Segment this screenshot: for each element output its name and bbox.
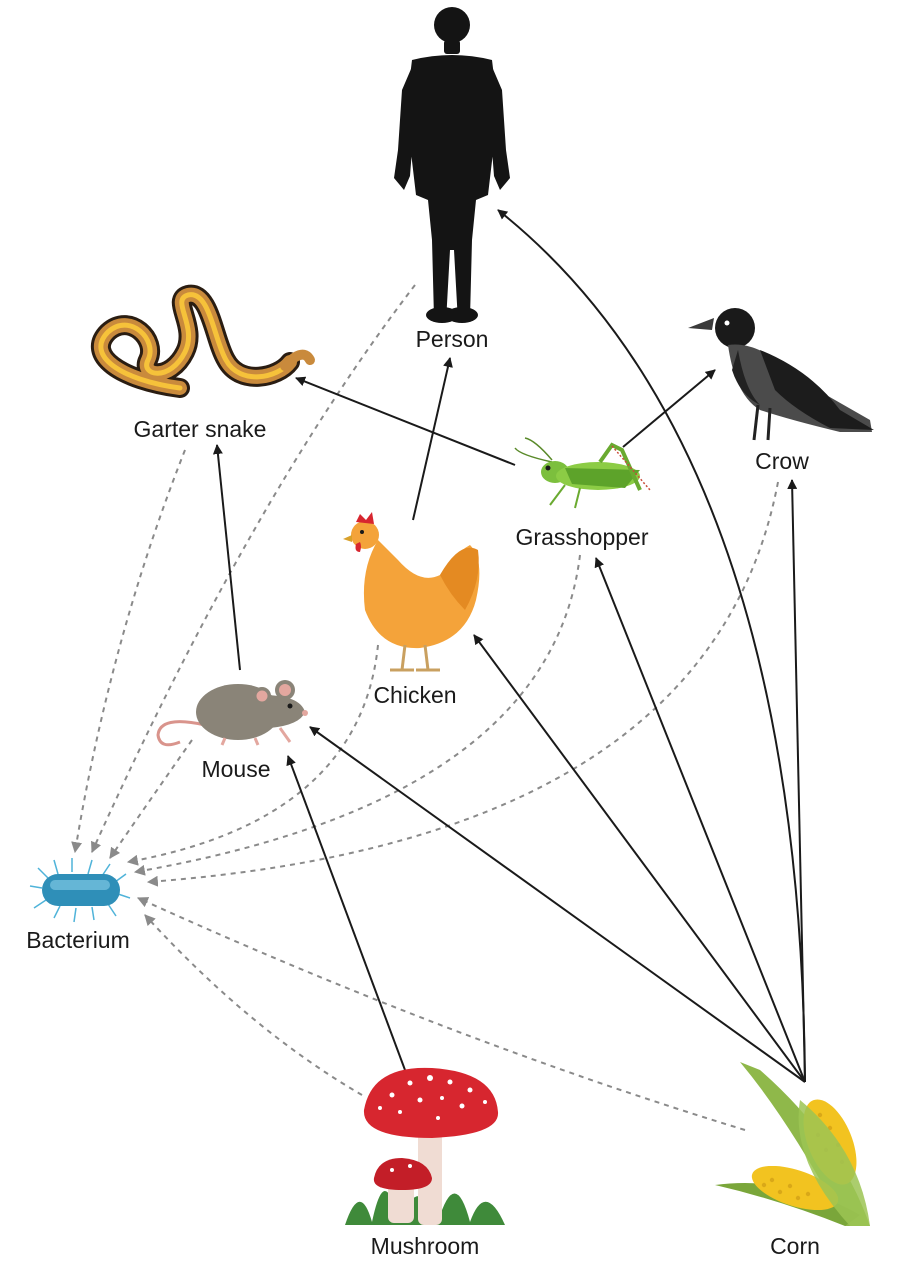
bacterium-label: Bacterium: [26, 927, 130, 953]
arrow-mouse-to-garter-snake: [212, 444, 241, 671]
corn-organism: Corn: [715, 1062, 870, 1259]
chicken-icon: [343, 512, 480, 672]
arrow-corn-to-bacterium: [136, 897, 746, 1131]
arrow-mushroom-to-mouse: [286, 755, 406, 1071]
bacterium-organism: Bacterium: [26, 858, 131, 953]
arrow-mouse-to-bacterium: [109, 739, 193, 859]
grasshopper-organism: Grasshopper: [514, 437, 651, 550]
mushroom-organism: Mushroom: [345, 1067, 505, 1259]
mushroom-label: Mushroom: [371, 1233, 480, 1259]
mouse-organism: Mouse: [156, 680, 308, 782]
corn-icon: [715, 1062, 870, 1226]
garter-snake-label: Garter snake: [134, 416, 267, 442]
arrow-chicken-to-person: [412, 357, 453, 521]
arrow-corn-to-person: [497, 209, 806, 1083]
person-icon: [394, 7, 510, 323]
grasshopper-label: Grasshopper: [516, 524, 649, 550]
mouse-label: Mouse: [201, 756, 270, 782]
arrow-grasshopper-to-garter-snake: [295, 376, 516, 466]
person-organism: Person: [394, 7, 510, 352]
person-label: Person: [416, 326, 489, 352]
arrow-chicken-to-bacterium: [126, 644, 379, 866]
corn-label: Corn: [770, 1233, 820, 1259]
arrow-corn-to-crow: [787, 479, 806, 1083]
chicken-organism: Chicken: [343, 512, 480, 708]
chicken-label: Chicken: [373, 682, 456, 708]
crow-organism: Crow: [688, 308, 874, 474]
arrow-corn-to-grasshopper: [594, 557, 806, 1083]
arrow-grasshopper-to-crow: [622, 369, 716, 448]
mouse-icon: [156, 680, 308, 747]
feeding-arrows: [212, 209, 806, 1083]
garter-snake-organism: Garter snake: [91, 284, 315, 442]
arrow-corn-to-chicken: [473, 634, 806, 1083]
mushroom-icon: [345, 1067, 505, 1225]
crow-icon: [688, 308, 874, 441]
arrow-crow-to-bacterium: [146, 481, 779, 887]
arrow-corn-to-mouse: [309, 726, 806, 1083]
crow-label: Crow: [755, 448, 809, 474]
arrow-mushroom-to-bacterium: [144, 914, 363, 1096]
bacterium-icon: [29, 858, 131, 923]
arrow-garter-snake-to-bacterium: [71, 449, 186, 854]
decomposition-arrows: [71, 284, 779, 1131]
grasshopper-icon: [514, 437, 651, 509]
garter-snake-icon: [91, 284, 315, 398]
